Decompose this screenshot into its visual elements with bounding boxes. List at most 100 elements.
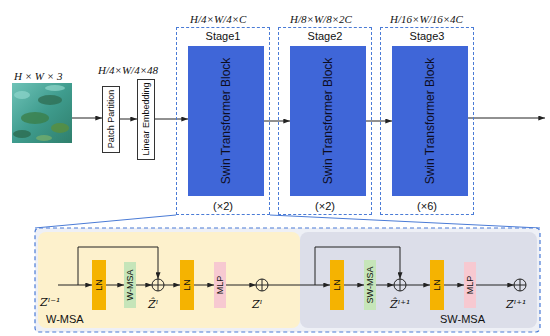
box-label: Swin Transformer Block bbox=[423, 58, 437, 185]
box-label: LN bbox=[332, 279, 342, 291]
output-arrow bbox=[467, 118, 545, 119]
label-anchor: Zˡ⁻¹ bbox=[40, 292, 61, 310]
norm-box: LN bbox=[92, 260, 106, 310]
dimension-label: H × W × 3 bbox=[14, 70, 62, 82]
flow-line bbox=[164, 285, 180, 286]
group-title: SW-MSA bbox=[440, 313, 485, 325]
label-anchor: H/4×W/4×C bbox=[190, 9, 246, 27]
add-symbol bbox=[152, 279, 164, 291]
transformer-block: Swin Transformer Block bbox=[188, 46, 264, 196]
box-label: LN bbox=[432, 279, 442, 291]
box-label: LN bbox=[94, 279, 104, 291]
flow-arrow bbox=[120, 119, 137, 120]
repeat-count: (×2) bbox=[315, 200, 335, 212]
add-symbol bbox=[152, 279, 164, 291]
dimension-label: H/4×W/4×C bbox=[190, 13, 246, 25]
image-patch bbox=[13, 130, 31, 138]
group-title: Stage2 bbox=[308, 30, 343, 42]
mlp-box: MLP bbox=[214, 262, 226, 308]
flow-line bbox=[226, 285, 256, 286]
flow-arrow bbox=[106, 285, 124, 286]
dimension-label: H/8×W/8×2C bbox=[290, 13, 352, 25]
image-patch bbox=[45, 85, 65, 91]
dimension-label: H/16×W/16×4C bbox=[390, 13, 463, 25]
flow-line bbox=[376, 285, 394, 286]
attention-box: SW-MSA bbox=[364, 260, 376, 310]
group-title: Stage1 bbox=[206, 30, 241, 42]
process-box: Patch Partition bbox=[102, 86, 120, 153]
box-label: W-MSA bbox=[125, 270, 135, 301]
repeat-count: (×2) bbox=[213, 200, 233, 212]
image-patch bbox=[51, 123, 69, 133]
add-symbol bbox=[256, 279, 268, 291]
dimension-label: H/4×W/4×48 bbox=[98, 64, 158, 76]
stage-group: Stage1 (×2) Swin Transformer Block bbox=[176, 27, 270, 215]
stage-group: Stage3 (×6) Swin Transformer Block bbox=[380, 27, 474, 215]
tensor-label: Zˡ bbox=[252, 298, 262, 311]
flow-arrow bbox=[344, 285, 364, 286]
process-box: Linear Embedding bbox=[137, 79, 155, 160]
flow-arrow bbox=[444, 285, 464, 286]
image-patch bbox=[14, 91, 30, 99]
input-arrow bbox=[72, 118, 102, 119]
residual-line bbox=[315, 247, 400, 285]
tensor-label: Zˡ⁺¹ bbox=[506, 298, 527, 311]
mlp-box: MLP bbox=[464, 262, 476, 308]
image-patch bbox=[38, 95, 62, 105]
label-anchor: Ẑˡ⁺¹ bbox=[390, 294, 411, 312]
flow-arrow bbox=[264, 121, 290, 122]
add-symbol bbox=[514, 279, 526, 291]
tensor-label: Ẑˡ bbox=[148, 298, 158, 311]
flow-line bbox=[476, 285, 514, 286]
label-anchor: H/8×W/8×2C bbox=[290, 9, 352, 27]
repeat-count: (×6) bbox=[417, 200, 437, 212]
attention-box: W-MSA bbox=[124, 262, 136, 308]
input-image bbox=[12, 83, 72, 143]
box-label: SW-MSA bbox=[365, 267, 375, 304]
group-title: W-MSA bbox=[46, 313, 84, 325]
image-patch bbox=[21, 112, 49, 124]
module-panel: SW-MSA LN SW-MSA LN MLP bbox=[300, 232, 537, 328]
flow-arrow bbox=[155, 119, 188, 120]
swmsa-panel-fill bbox=[300, 232, 537, 328]
add-symbol bbox=[394, 279, 406, 291]
norm-box: LN bbox=[180, 260, 194, 310]
flow-arrow bbox=[366, 121, 392, 122]
label-anchor: Ẑˡ bbox=[148, 294, 158, 312]
box-label: Linear Embedding bbox=[141, 82, 151, 155]
zoom-line bbox=[270, 215, 540, 228]
flow-line bbox=[136, 285, 152, 286]
box-label: LN bbox=[182, 279, 192, 291]
detail-panel bbox=[35, 228, 540, 332]
transformer-block: Swin Transformer Block bbox=[392, 46, 468, 196]
flow-arrow bbox=[194, 285, 214, 286]
box-label: MLP bbox=[465, 276, 475, 295]
label-anchor: Zˡ⁺¹ bbox=[506, 294, 527, 312]
transformer-block: Swin Transformer Block bbox=[290, 46, 366, 196]
label-anchor: H/4×W/4×48 bbox=[98, 60, 158, 78]
label-anchor: H × W × 3 bbox=[14, 66, 62, 84]
module-panel: W-MSA LN W-MSA LN MLP bbox=[38, 232, 300, 328]
label-anchor: Zˡ bbox=[252, 294, 262, 312]
flow-line bbox=[406, 285, 430, 286]
image-patch bbox=[36, 135, 52, 141]
add-symbol bbox=[394, 279, 406, 291]
image-ground bbox=[12, 83, 72, 143]
tensor-label: Zˡ⁻¹ bbox=[40, 296, 61, 309]
residual-line bbox=[78, 247, 158, 285]
group-title: Stage3 bbox=[410, 30, 445, 42]
tensor-label: Ẑˡ⁺¹ bbox=[390, 298, 411, 311]
wmsa-panel-fill bbox=[38, 232, 300, 328]
flow-line bbox=[58, 285, 92, 286]
add-symbol bbox=[514, 279, 526, 291]
box-label: MLP bbox=[215, 276, 225, 295]
norm-box: LN bbox=[330, 260, 344, 310]
norm-box: LN bbox=[430, 260, 444, 310]
zoom-line bbox=[35, 215, 176, 228]
add-symbol bbox=[256, 279, 268, 291]
box-label: Swin Transformer Block bbox=[321, 58, 335, 185]
box-label: Swin Transformer Block bbox=[219, 58, 233, 185]
stage-group: Stage2 (×2) Swin Transformer Block bbox=[278, 27, 372, 215]
box-label: Patch Partition bbox=[106, 90, 116, 149]
